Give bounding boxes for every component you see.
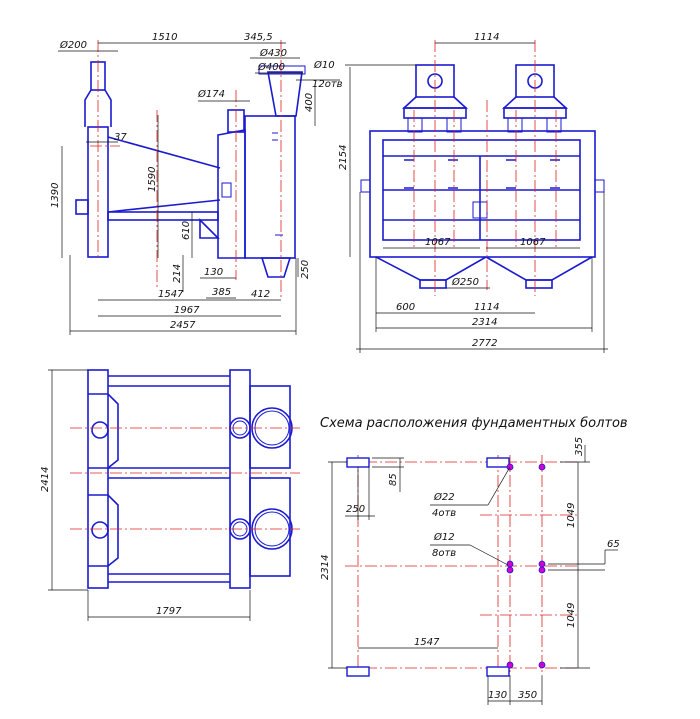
dim-d22: Ø22 — [433, 491, 455, 503]
dim-250: 250 — [346, 504, 365, 515]
dim-2457: 2457 — [170, 320, 196, 331]
plan-view-centerlines — [70, 427, 300, 530]
dim-d22-note: 4отв — [432, 508, 456, 519]
dim-1067-left: 1067 — [425, 237, 451, 248]
dim-1590: 1590 — [147, 167, 158, 192]
dim-d200: Ø200 — [59, 39, 87, 51]
bolt-hole — [506, 661, 514, 669]
dim-65: 65 — [607, 539, 620, 550]
bolt-hole — [538, 661, 546, 669]
dim-1510: 1510 — [152, 32, 177, 43]
plan-view-dimension-lines — [48, 369, 251, 621]
side-view-dimension-labels: Ø200 1510 345,5 Ø430 Ø400 Ø10 12отв Ø174… — [50, 32, 343, 331]
plan-view-dimension-labels: 2414 1797 — [40, 467, 182, 617]
dim-355: 355 — [574, 437, 585, 456]
dim-2314: 2314 — [472, 317, 497, 328]
dim-1049-bottom: 1049 — [566, 603, 577, 628]
dim-600: 600 — [396, 302, 415, 313]
dim-2414: 2414 — [40, 467, 51, 492]
dim-1547: 1547 — [414, 637, 440, 648]
dim-345-5: 345,5 — [244, 32, 273, 43]
dim-d174: Ø174 — [197, 88, 225, 100]
dim-85: 85 — [388, 473, 399, 486]
bolt-hole — [506, 566, 514, 574]
dim-214: 214 — [172, 264, 183, 283]
dim-d430: Ø430 — [259, 47, 287, 59]
side-view-dimension-lines — [58, 42, 340, 335]
front-view-outline — [360, 64, 605, 289]
dim-385: 385 — [212, 287, 231, 298]
bolt-scheme: Схема расположения фундаментных болтов — [320, 416, 628, 705]
front-view-dimension-labels: 1114 2154 1067 1067 Ø250 600 1114 2314 2… — [338, 32, 546, 349]
plan-view-outline — [87, 369, 293, 589]
dim-d400: Ø400 — [257, 61, 285, 73]
dim-d250: Ø250 — [451, 276, 479, 288]
bolt-hole — [506, 560, 514, 568]
dim-1390: 1390 — [50, 183, 61, 208]
dim-1967: 1967 — [174, 305, 200, 316]
dim-d10: Ø10 — [313, 59, 335, 71]
side-view-outline — [75, 61, 306, 278]
bolt-holes — [506, 463, 546, 669]
bolt-hole — [538, 463, 546, 471]
dim-2154: 2154 — [338, 145, 349, 170]
side-view-centerlines — [90, 40, 282, 300]
dim-1547: 1547 — [158, 289, 184, 300]
dim-d12: Ø12 — [433, 531, 455, 543]
dim-130: 130 — [488, 690, 507, 701]
dim-250: 250 — [300, 260, 311, 279]
dim-1797: 1797 — [156, 606, 182, 617]
dim-37: 37 — [114, 132, 127, 143]
dim-d10-note: 12отв — [312, 79, 343, 90]
bolt-scheme-dimension-labels: 355 85 250 Ø22 4отв Ø12 8отв 1049 65 231… — [320, 437, 620, 701]
foundation-pads — [346, 457, 510, 677]
pad-top-left — [346, 457, 370, 468]
bolt-scheme-dimension-lines — [328, 445, 618, 705]
dim-610: 610 — [181, 221, 192, 240]
dim-1114-top: 1114 — [474, 32, 499, 43]
front-view-centerlines — [413, 40, 557, 296]
front-view-dimension-lines — [345, 42, 608, 353]
front-view: 1114 2154 1067 1067 Ø250 600 1114 2314 2… — [338, 32, 608, 353]
pad-bottom-left — [346, 666, 370, 677]
dim-2314: 2314 — [320, 555, 331, 580]
bolt-hole — [538, 560, 546, 568]
side-view: Ø200 1510 345,5 Ø430 Ø400 Ø10 12отв Ø174… — [50, 32, 343, 335]
bolt-hole — [538, 566, 546, 574]
dim-2772: 2772 — [472, 338, 497, 349]
dim-d12-note: 8отв — [432, 548, 456, 559]
pad-top-right — [486, 457, 510, 468]
dim-400-vertical: 400 — [304, 93, 315, 112]
dim-1114-bottom: 1114 — [474, 302, 499, 313]
dim-130: 130 — [204, 267, 223, 278]
pad-bottom-right — [486, 666, 510, 677]
dim-412: 412 — [251, 289, 270, 300]
dim-1067-right: 1067 — [520, 237, 546, 248]
dim-1049-top: 1049 — [566, 503, 577, 528]
bolt-scheme-title: Схема расположения фундаментных болтов — [320, 416, 628, 431]
plan-view: 2414 1797 — [40, 369, 300, 621]
dim-350: 350 — [518, 690, 537, 701]
